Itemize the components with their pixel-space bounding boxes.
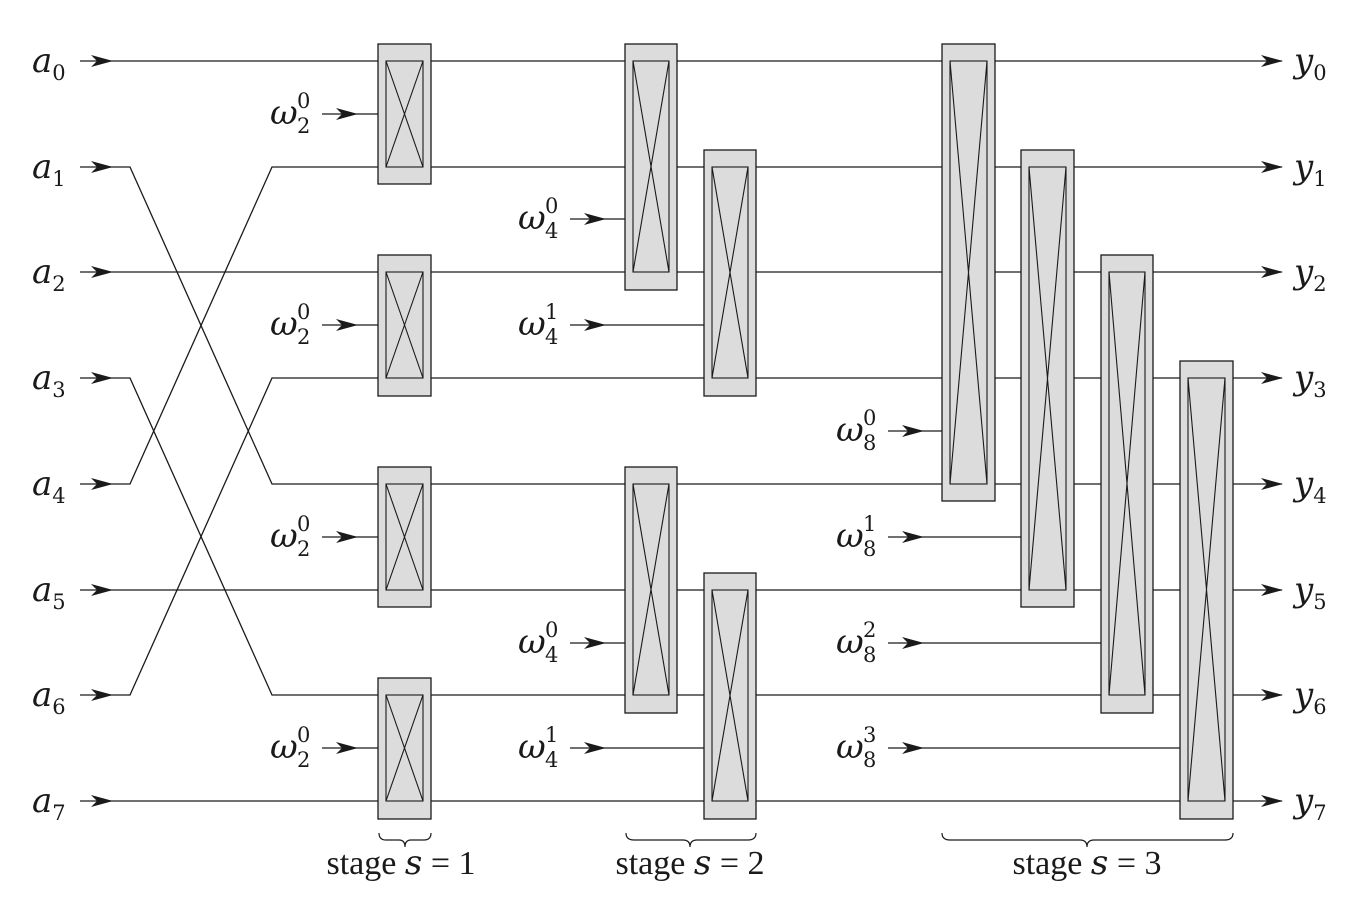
butterflies [377, 43, 1234, 820]
input-label-7: a7 [32, 781, 66, 825]
svg-text:3: 3 [863, 723, 876, 747]
butterfly-s3-4 [1179, 360, 1234, 820]
input-label-3: a3 [32, 358, 66, 402]
svg-text:0: 0 [297, 89, 310, 113]
twiddle-label-s2-c: ω 0 4 [518, 618, 558, 667]
twiddle-label-s3-d: ω 3 8 [836, 723, 876, 772]
output-label-6: y6 [1292, 675, 1327, 719]
twiddle-label-s3-b: ω 1 8 [836, 512, 876, 561]
butterfly-s3-2 [1020, 149, 1075, 608]
butterfly-s2-4 [703, 572, 757, 820]
stage-brace-3 [941, 832, 1234, 848]
butterfly-s2-2 [703, 149, 757, 397]
butterfly-s2-3 [624, 466, 678, 714]
input-label-2: a2 [32, 252, 66, 296]
svg-text:ω: ω [836, 622, 864, 662]
stage-braces [378, 832, 1234, 848]
svg-text:8: 8 [863, 537, 876, 561]
svg-text:2: 2 [297, 325, 310, 349]
butterfly-s3-1 [941, 43, 996, 502]
output-label-7: y7 [1292, 781, 1327, 825]
twiddle-label-s1-d: ω 0 2 [270, 723, 310, 772]
svg-text:ω: ω [270, 304, 298, 344]
stage-brace-2 [625, 832, 757, 848]
svg-text:4: 4 [545, 219, 558, 243]
output-label-5: y5 [1292, 570, 1327, 614]
twiddle-label-s2-a: ω 0 4 [518, 194, 558, 243]
twiddle-label-s1-c: ω 0 2 [270, 512, 310, 561]
svg-text:0: 0 [297, 723, 310, 747]
stage-brace-1 [378, 832, 432, 848]
butterfly-s3-3 [1100, 254, 1154, 714]
svg-text:8: 8 [863, 431, 876, 455]
input-label-1: a1 [32, 147, 66, 191]
svg-text:2: 2 [863, 618, 876, 642]
svg-text:1: 1 [545, 300, 558, 324]
twiddle-label-s3-a: ω 0 8 [836, 406, 876, 455]
output-label-4: y4 [1292, 464, 1327, 508]
output-label-2: y2 [1292, 252, 1327, 296]
twiddle-labels: ω 0 2 ω 0 2 ω 0 2 ω 0 2 ω 0 4 ω 1 4 [270, 89, 876, 772]
input-label-6: a6 [32, 675, 66, 719]
svg-text:8: 8 [863, 748, 876, 772]
twiddle-label-s2-b: ω 1 4 [518, 300, 558, 349]
svg-text:4: 4 [545, 325, 558, 349]
output-label-0: y0 [1292, 41, 1327, 85]
twiddle-label-s1-b: ω 0 2 [270, 300, 310, 349]
wire-perm-6-3 [112, 372, 1283, 696]
input-label-5: a5 [32, 570, 66, 614]
svg-text:0: 0 [863, 406, 876, 430]
stage-labels: stage s = 1 stage s = 2 stage s = 3 [327, 843, 1162, 883]
svg-text:8: 8 [863, 643, 876, 667]
input-labels: a0 a1 a2 a3 a4 a5 a6 a7 [32, 41, 66, 825]
wire-perm-4-1 [112, 161, 1283, 485]
svg-text:ω: ω [518, 727, 546, 767]
butterfly-s1-4 [377, 677, 432, 820]
butterfly-s1-3 [377, 466, 432, 608]
butterfly-s1-1 [377, 43, 432, 185]
svg-text:ω: ω [836, 410, 864, 450]
stage-label-2: stage s = 2 [616, 843, 765, 883]
wires [80, 55, 1283, 807]
twiddle-label-s1-a: ω 0 2 [270, 89, 310, 138]
input-label-0: a0 [32, 41, 66, 85]
svg-text:4: 4 [545, 643, 558, 667]
svg-text:0: 0 [545, 618, 558, 642]
svg-text:0: 0 [297, 300, 310, 324]
svg-text:4: 4 [545, 748, 558, 772]
svg-text:ω: ω [836, 727, 864, 767]
svg-text:ω: ω [518, 622, 546, 662]
twiddle-label-s2-d: ω 1 4 [518, 723, 558, 772]
butterfly-s2-1 [624, 43, 678, 291]
svg-text:ω: ω [270, 93, 298, 133]
stage-label-3: stage s = 3 [1013, 843, 1162, 883]
input-label-4: a4 [32, 464, 66, 508]
svg-text:ω: ω [518, 198, 546, 238]
svg-text:2: 2 [297, 748, 310, 772]
svg-text:0: 0 [545, 194, 558, 218]
svg-text:ω: ω [836, 516, 864, 556]
butterfly-s1-2 [377, 254, 432, 397]
svg-text:2: 2 [297, 114, 310, 138]
svg-text:2: 2 [297, 537, 310, 561]
svg-text:0: 0 [297, 512, 310, 536]
twiddle-label-s3-c: ω 2 8 [836, 618, 876, 667]
output-labels: y0 y1 y2 y3 y4 y5 y6 y7 [1292, 41, 1327, 825]
output-label-1: y1 [1292, 147, 1327, 191]
svg-text:ω: ω [518, 304, 546, 344]
stage-label-1: stage s = 1 [327, 843, 476, 883]
svg-text:ω: ω [270, 727, 298, 767]
svg-text:ω: ω [270, 516, 298, 556]
output-label-3: y3 [1292, 358, 1327, 402]
svg-text:1: 1 [863, 512, 876, 536]
svg-text:1: 1 [545, 723, 558, 747]
